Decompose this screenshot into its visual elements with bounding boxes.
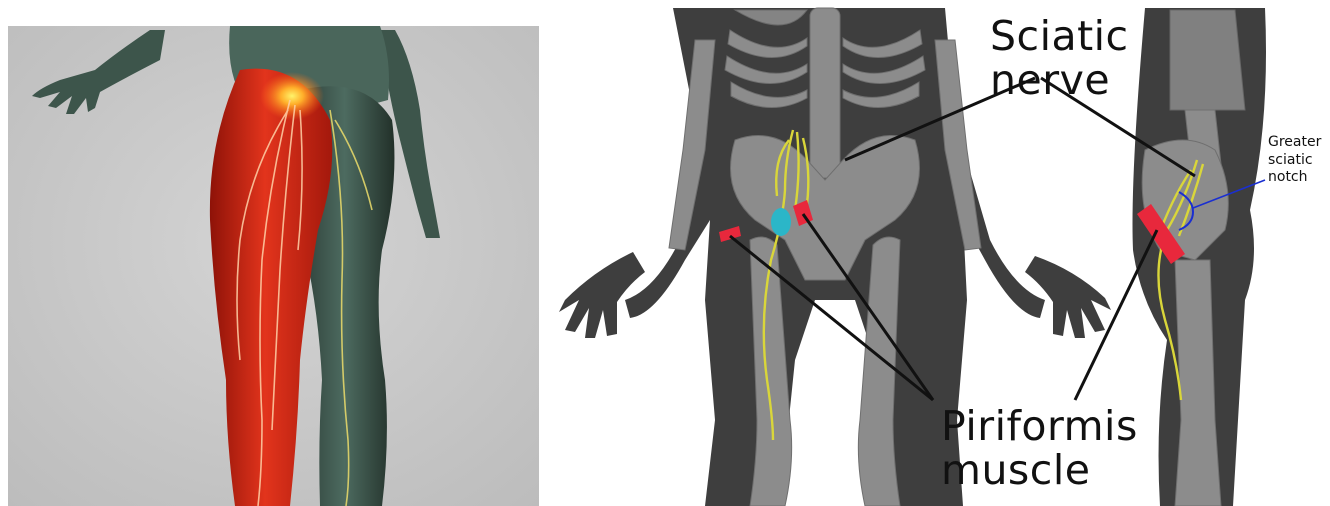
piriformis-muscle-label: Piriformis muscle bbox=[941, 404, 1138, 493]
greater-sciatic-notch-line2: sciatic bbox=[1268, 152, 1321, 170]
sciatic-nerve-label: Sciatic nerve bbox=[990, 14, 1129, 103]
skeleton-diagram: Sciatic nerve Piriformis muscle Greater … bbox=[545, 0, 1330, 506]
sciatic-nerve-label-line1: Sciatic bbox=[990, 14, 1129, 58]
greater-sciatic-notch-line3: notch bbox=[1268, 169, 1321, 187]
sciatica-illustration-svg bbox=[0, 0, 545, 506]
skeleton-diagram-svg bbox=[545, 0, 1330, 506]
greater-sciatic-notch-line1: Greater bbox=[1268, 134, 1321, 152]
bursa-highlight bbox=[771, 208, 791, 236]
sciatica-illustration bbox=[0, 0, 545, 506]
greater-sciatic-notch-label: Greater sciatic notch bbox=[1268, 134, 1321, 187]
piriformis-muscle-label-line2: muscle bbox=[941, 448, 1138, 492]
sciatic-nerve-label-line2: nerve bbox=[990, 58, 1129, 102]
pain-hotspot bbox=[260, 72, 324, 120]
piriformis-muscle-label-line1: Piriformis bbox=[941, 404, 1138, 448]
